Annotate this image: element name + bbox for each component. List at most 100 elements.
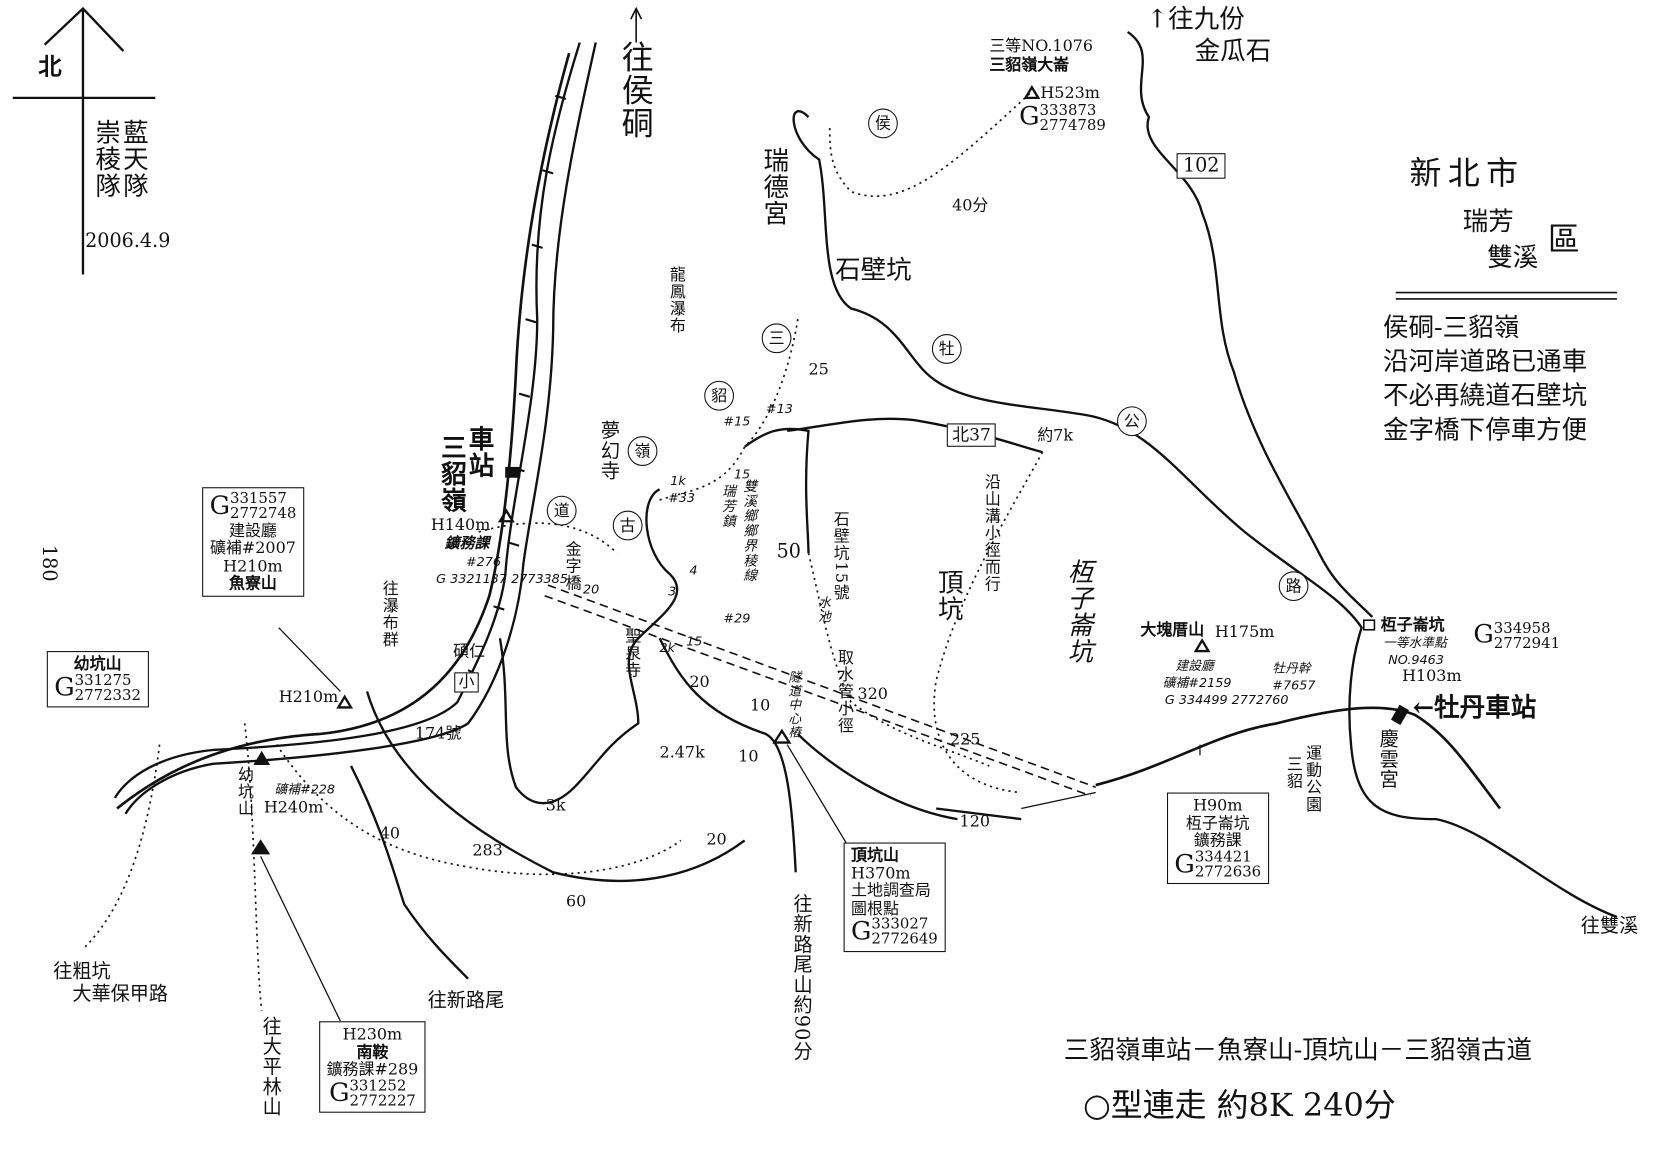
circled-diao: 貂: [704, 380, 735, 411]
peak-height: H370m: [851, 863, 911, 883]
grid-x: 333873: [1039, 102, 1097, 120]
title-district-suffix: 區: [1547, 221, 1580, 259]
peak-name: 幼坑山: [73, 654, 122, 674]
distance-2k: 2k: [659, 640, 676, 656]
direction-dapinglin: 往大平林山: [259, 1015, 282, 1117]
marker-29: #29: [723, 610, 751, 626]
distance-60: 60: [565, 891, 587, 911]
place-ruide-temple: 瑞德宮: [758, 146, 789, 227]
triangle-h140: [497, 508, 515, 523]
grid-y: 2772332: [74, 686, 141, 704]
credit-team-lantian: 藍天隊: [118, 119, 149, 199]
arrow-houtong: [630, 6, 643, 43]
peak-mark: 礦補#2159: [1162, 675, 1232, 691]
distance-2-47k: 2.47k: [659, 742, 705, 762]
title-district-shuangxi: 雙溪: [1487, 242, 1539, 273]
distance-20: 20: [689, 672, 710, 692]
peak-number: NO.9463: [1388, 652, 1444, 668]
direction-cukeng-road: 大華保甲路: [72, 982, 169, 1006]
grid-x: 331557: [229, 490, 287, 508]
compass-north-label: 北: [38, 53, 62, 81]
grid-prefix: G: [1473, 619, 1494, 649]
leader-lines: [260, 627, 1201, 1022]
benchmark-marker: [1362, 619, 1376, 631]
distance-283: 283: [472, 840, 503, 860]
grid-y: 2774789: [1039, 117, 1106, 135]
grid-y: 2772748: [229, 505, 297, 523]
peak-mark: #276: [465, 554, 502, 570]
triangle-nanan: [253, 750, 271, 765]
distance-3k: 3k: [545, 795, 566, 815]
grid-prefix: G: [54, 671, 75, 702]
label-mine-228: 礦補#228: [274, 781, 336, 797]
note-line: 不必再繞道石壁坑: [1382, 380, 1588, 411]
peak-org: 鑛務課: [444, 535, 490, 553]
place-water-pipe-trail: 取水管小徑: [835, 648, 856, 735]
road-sign-north37: 北37: [946, 423, 997, 447]
place-qingyun-temple: 慶雲宮: [1376, 728, 1399, 790]
peak-org: 鑛務課: [1193, 830, 1242, 850]
marker-13: #13: [765, 401, 793, 416]
road-sign-102: 102: [1176, 153, 1226, 179]
triangle-dalun: [1023, 84, 1041, 100]
peak-mark: 圖根點: [851, 898, 899, 918]
circled-lu: 路: [1278, 571, 1309, 602]
triangle-yuliao: [336, 694, 354, 709]
credit-date: 2006.4.9: [85, 229, 171, 253]
direction-houtong: 往侯硐: [615, 40, 653, 140]
credit-team-chongling: 崇稜隊: [90, 119, 121, 199]
distance-20: 20: [706, 829, 727, 849]
distance-120: 120: [959, 811, 991, 831]
peak-mark: 鑛務課#289: [326, 1059, 419, 1079]
grid-prefix: G: [209, 490, 230, 521]
distance-10: 10: [749, 695, 771, 715]
station-sandiaoling-suffix: 車站: [464, 425, 495, 479]
peak-height: H210m: [223, 555, 283, 575]
place-menghuan-temple: 夢幻寺: [597, 420, 621, 481]
trail-dotted: [84, 92, 1044, 1011]
title-city: 新北市: [1409, 155, 1525, 193]
station-mudan: ←牡丹車站: [1412, 691, 1537, 723]
label-h240: H240m: [263, 797, 324, 817]
grid-x: 334499: [1178, 692, 1228, 708]
peak-extra: 牡丹幹: [1272, 660, 1311, 676]
peak-org: 土地調查局: [851, 880, 931, 900]
distance-25: 25: [808, 359, 829, 379]
circled-ling: 嶺: [627, 436, 658, 466]
marker-1k: 1k: [670, 473, 686, 489]
railway-ticks: [467, 94, 567, 677]
direction-cukeng: 往粗坑: [53, 960, 111, 983]
grid-x: 334421: [1194, 848, 1252, 866]
peak-name: 魚寮山: [228, 573, 277, 593]
peak-extra: #7657: [1272, 677, 1316, 693]
peak-mark: 一等水準點: [1382, 635, 1447, 650]
river-keelung: [113, 42, 581, 799]
distance-20: 20: [582, 581, 600, 597]
circled-mu: 牡: [931, 334, 962, 364]
direction-xinluwei: 往新路尾: [427, 989, 505, 1012]
circled-gu: 古: [612, 510, 643, 541]
distance-40: 40: [379, 823, 401, 843]
peak-name: 枑子崙坑: [1185, 813, 1250, 833]
distance-40min: 40分: [952, 195, 989, 215]
distance-4: 4: [689, 562, 698, 578]
direction-jiufen: ↑往九份: [1146, 4, 1245, 35]
peak-height: H103m: [1402, 665, 1462, 686]
grid-x: 3321137: [450, 571, 508, 587]
grid-x: 333027: [871, 915, 929, 933]
direction-xinluwei-shan: 往新路尾山約90分: [790, 893, 813, 1062]
distance-50: 50: [776, 540, 801, 563]
place-gangzi: 枑子崙坑: [1062, 558, 1093, 665]
grid-prefix: G: [851, 915, 872, 946]
place-jinzi-bridge: 金字橋: [563, 540, 583, 592]
marker-33: #33: [668, 490, 696, 506]
marker-15: #15: [723, 413, 751, 429]
note-line: 侯硐-三貂嶺: [1382, 312, 1520, 343]
label-7k: 約7k: [1037, 425, 1073, 445]
grid-y: 2772649: [871, 930, 938, 948]
place-shibikeng-15: 石壁坑15號: [831, 510, 851, 602]
railway: [116, 52, 571, 810]
place-shibikeng: 石壁坑: [835, 255, 912, 286]
river-keelung-bank: [124, 42, 597, 815]
circled-hou: 侯: [868, 108, 898, 139]
